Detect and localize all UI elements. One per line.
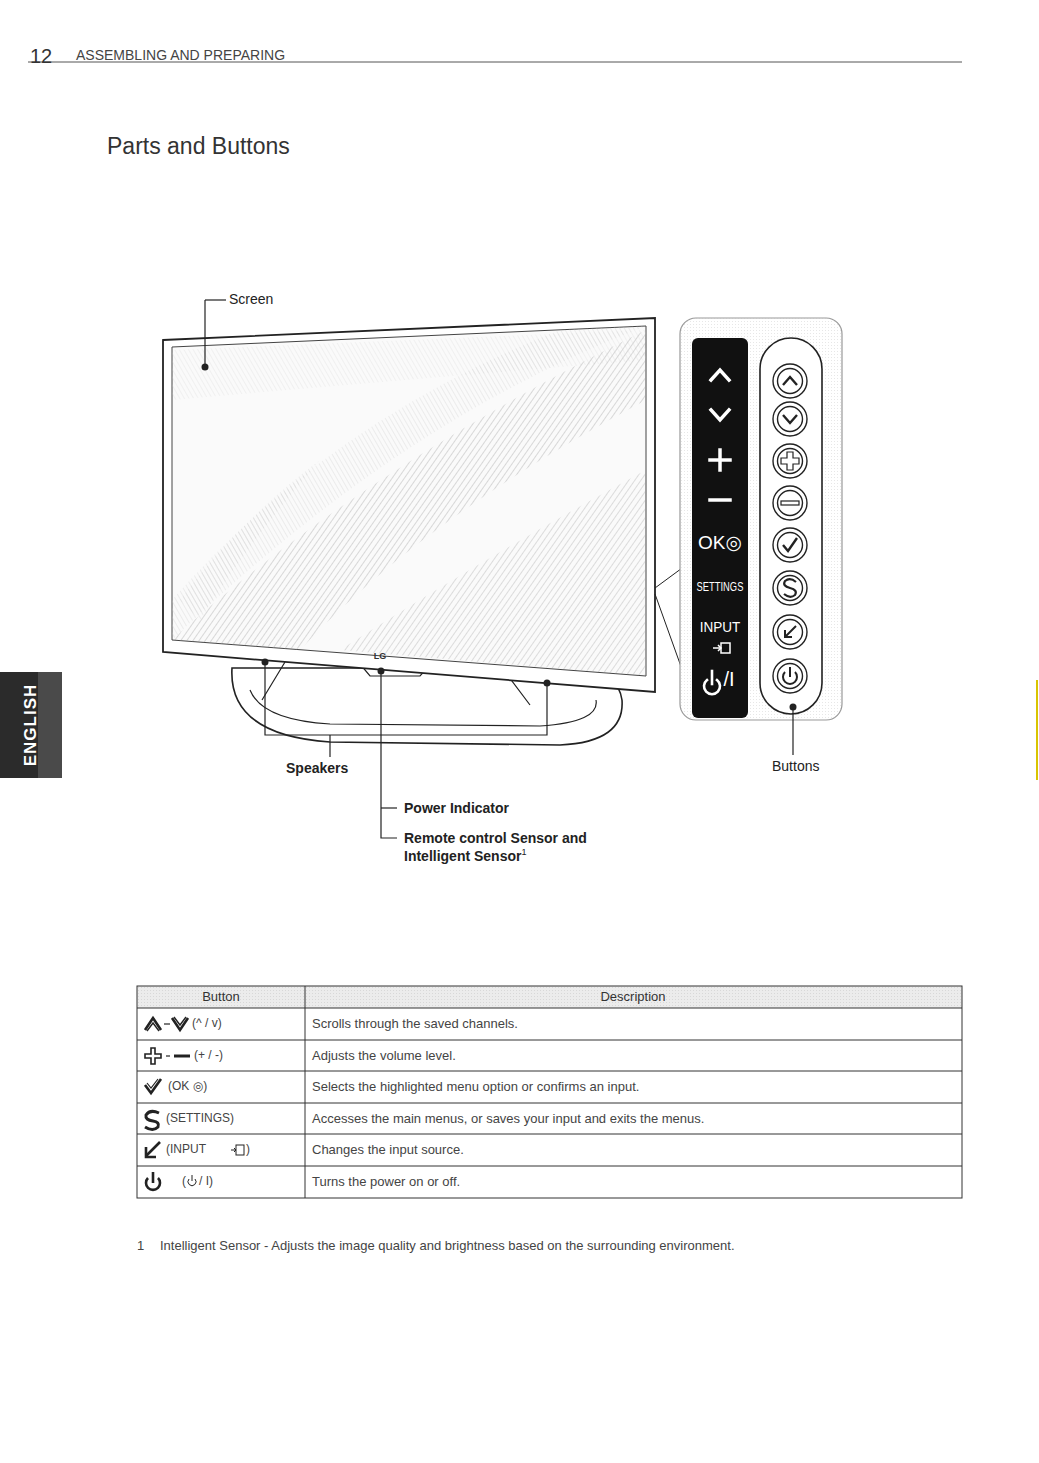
part-label: Scrolls through the saved channels. [312,1016,518,1032]
part-label: SETTINGS [697,580,744,594]
part-label: ASSEMBLING AND PREPARING [76,47,285,64]
part-label: Changes the input source. [312,1142,464,1158]
part-label: Screen [229,291,273,308]
part-label: /I [723,667,734,691]
part-label: (^ / v) [192,1016,222,1030]
part-label: 1 [137,1238,144,1254]
part-label: Speakers [286,760,348,777]
footnote-mark: 1 [521,848,526,858]
part-label: INPUT [700,618,741,636]
part-label: ) [246,1142,250,1156]
part-label: Intelligent Sensor - Adjusts the image q… [160,1238,735,1254]
tab-text: ENGLISH [21,684,41,767]
part-label: / I) [199,1174,213,1188]
part-label: (SETTINGS) [166,1111,234,1125]
part-label: (OK ◎) [168,1079,207,1093]
part-label: Description [600,989,665,1005]
part-label: 12 [30,44,52,68]
page-title: Parts and Buttons [107,133,290,161]
part-label: Remote control Sensor and Intelligent Se… [404,830,587,864]
part-label: Button [202,989,240,1005]
part-label: ( [182,1174,186,1188]
part-label: Selects the highlighted menu option or c… [312,1079,639,1095]
sensor-callout: Remote control Sensor and Intelligent Se… [404,829,604,865]
part-label: (INPUT [166,1142,206,1156]
part-label: (+ / -) [194,1048,223,1062]
part-label: Turns the power on or off. [312,1174,460,1190]
language-tab: ENGLISH [0,672,62,778]
part-label: OK◎ [698,532,742,555]
part-label: LG [374,651,387,662]
part-label: Buttons [772,758,819,775]
tab-stripe [38,672,62,778]
part-label: Power Indicator [404,800,509,817]
part-label: Adjusts the volume level. [312,1048,456,1064]
part-label: Accesses the main menus, or saves your i… [312,1111,704,1127]
